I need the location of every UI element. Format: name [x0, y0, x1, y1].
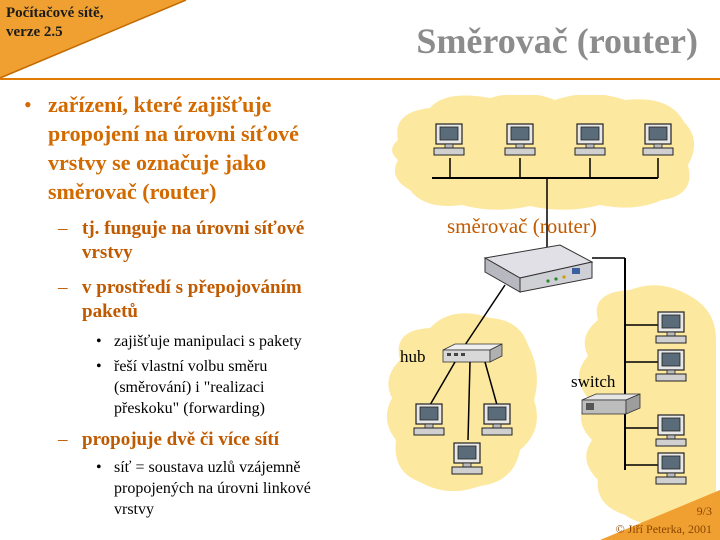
pc-icon — [655, 349, 687, 382]
bullet-sub-line: tj. funguje na úrovni síťové — [82, 218, 305, 239]
switch-icon — [581, 393, 641, 415]
router-label: směrovač (router) — [447, 214, 597, 238]
bullet-dash: – — [58, 218, 68, 239]
bullet-sub-1: tj. funguje na úrovni síťové vrstvy — [82, 217, 382, 265]
slide-title: Směrovač (router) — [416, 21, 698, 61]
title-divider — [0, 78, 720, 80]
cloud-hub — [386, 313, 537, 492]
bullet-main-line: propojení na úrovni síťové — [48, 121, 299, 146]
pc-icon — [655, 414, 687, 447]
bullet-small-dot: • — [96, 333, 102, 350]
bullet-dash: – — [58, 429, 68, 450]
bullet-detail-line: (směrování) i "realizaci — [114, 379, 265, 396]
bullet-dot: • — [24, 92, 32, 117]
hub-icon — [442, 343, 503, 363]
pc-icon — [413, 403, 445, 436]
bullet-small-dot: • — [96, 358, 102, 375]
bullet-main-line: směrovač (router) — [48, 179, 217, 204]
cloud-top — [392, 95, 694, 210]
course-label: Počítačové sítě, verze 2.5 — [6, 4, 103, 42]
bullet-detail-line: řeší vlastní volbu směru — [114, 358, 268, 375]
pc-icon — [451, 442, 483, 475]
bullet-small-dot: • — [96, 459, 102, 476]
network-diagram — [386, 95, 720, 540]
bullet-detail-line: propojených na úrovni linkové — [114, 480, 311, 497]
bullet-sub-line: paketů — [82, 301, 138, 322]
pc-icon — [481, 403, 513, 436]
pc-icon — [574, 123, 606, 156]
course-label-line1: Počítačové sítě, — [6, 5, 104, 21]
bullet-sub-3: propojuje dvě či více sítí — [82, 429, 280, 450]
bullet-sub-2: v prostředí s přepojováním paketů — [82, 276, 382, 324]
bullet-detail-line: přeskoku" (forwarding) — [114, 400, 265, 417]
pc-icon — [433, 123, 465, 156]
bullet-detail: zajišťuje manipulaci s pakety — [114, 333, 302, 350]
bullet-detail-line: síť = soustava uzlů vzájemně — [114, 459, 301, 476]
page-number: 9/3 — [696, 504, 712, 518]
bullet-sub-line: vrstvy — [82, 242, 133, 263]
bullet-main-line: vrstvy se označuje jako — [48, 150, 267, 175]
bullet-main: zařízení, které zajišťuje propojení na ú… — [48, 90, 368, 206]
corner-banner — [0, 0, 187, 79]
hub-label: hub — [400, 347, 426, 366]
bullet-main-line: zařízení, které zajišťuje — [48, 92, 272, 117]
bullet-detail: řeší vlastní volbu směru (směrování) i "… — [114, 356, 374, 419]
bullet-detail: síť = soustava uzlů vzájemně propojených… — [114, 457, 374, 520]
bullet-dash: – — [58, 277, 68, 298]
bullet-sub-line: v prostředí s přepojováním — [82, 277, 302, 298]
router-icon — [483, 244, 594, 293]
footer-corner — [600, 490, 720, 540]
copyright: © Jiří Peterka, 2001 — [615, 522, 712, 536]
pc-icon — [655, 311, 687, 344]
switch-label: switch — [571, 372, 616, 391]
course-label-line2: verze 2.5 — [6, 24, 63, 40]
pc-icon — [655, 452, 687, 485]
pc-icon — [504, 123, 536, 156]
pc-icon — [642, 123, 674, 156]
bullet-detail-line: vrstvy — [114, 501, 154, 518]
